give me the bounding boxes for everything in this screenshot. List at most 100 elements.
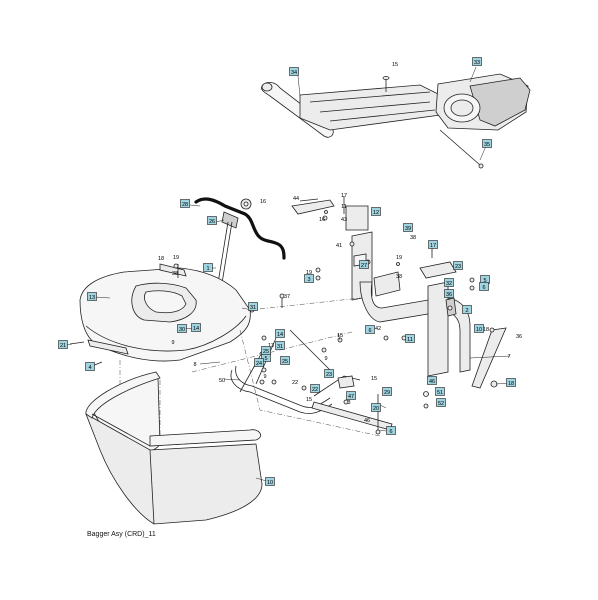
callout-6: 6 <box>365 325 375 334</box>
callout-17: 17 <box>341 193 347 199</box>
callout-number: 6 <box>389 429 392 435</box>
callout-number: 22 <box>312 387 318 393</box>
callout-52: 52 <box>436 398 446 407</box>
callout-number: 25 <box>263 349 269 355</box>
callout-number: 7 <box>507 354 510 360</box>
callout-number: 12 <box>373 210 379 216</box>
callout-47: 47 <box>346 391 356 400</box>
callout-13: 13 <box>268 343 274 349</box>
callout-number: 42 <box>375 326 381 332</box>
callout-1: 1 <box>203 263 213 272</box>
callout-17: 17 <box>428 240 438 249</box>
callout-number: 46 <box>429 379 435 385</box>
callout-box <box>462 305 472 314</box>
callout-51: 51 <box>435 387 445 396</box>
callout-number: 5 <box>264 356 267 362</box>
callout-number: 32 <box>446 281 452 287</box>
callout-number: 51 <box>437 390 443 396</box>
callout-29: 29 <box>382 387 392 396</box>
callout-number: 18 <box>508 381 514 387</box>
callout-37: 37 <box>284 294 290 300</box>
callout-box <box>261 346 271 355</box>
callout-18: 18 <box>158 256 164 262</box>
callout-number: 16 <box>260 199 266 205</box>
callout-number: 23 <box>455 264 461 270</box>
callout-3: 3 <box>304 274 314 283</box>
callout-19: 19 <box>396 255 402 261</box>
callout-number: 20 <box>373 406 379 412</box>
callout-box <box>85 362 95 371</box>
callout-box <box>382 387 392 396</box>
callout-box <box>474 324 484 333</box>
callout-22: 22 <box>310 384 320 393</box>
callout-box <box>386 426 396 435</box>
callout-number: 38 <box>172 271 178 277</box>
callout-15: 15 <box>371 376 377 382</box>
callout-31: 31 <box>248 302 258 311</box>
callout-number: 34 <box>291 70 297 76</box>
callout-number: 10 <box>476 327 482 333</box>
callout-number: 41 <box>336 243 342 249</box>
callout-30: 30 <box>177 324 187 333</box>
callout-number: 30 <box>179 327 185 333</box>
callout-number: 36 <box>516 334 522 340</box>
callout-7: 7 <box>507 354 510 360</box>
callout-box <box>289 67 299 76</box>
callout-number: 3 <box>347 400 350 406</box>
callout-12: 12 <box>371 207 381 216</box>
callout-number: 8 <box>193 362 196 368</box>
callout-number: 11 <box>341 204 347 210</box>
callout-box <box>482 139 492 148</box>
frame-right <box>351 231 507 389</box>
callout-number: 37 <box>284 294 290 300</box>
callout-box <box>365 325 375 334</box>
callout-28: 28 <box>180 199 190 208</box>
callout-23: 23 <box>453 261 463 270</box>
callout-38: 38 <box>172 271 178 277</box>
callout-32: 32 <box>444 278 454 287</box>
callout-20: 20 <box>371 403 381 412</box>
callout-number: 15 <box>337 333 343 339</box>
callout-number: 9 <box>171 340 174 346</box>
callout-number: 13 <box>89 295 95 301</box>
callout-box <box>472 57 482 66</box>
callout-box <box>479 282 489 291</box>
callout-box <box>405 334 415 343</box>
callout-38: 38 <box>396 274 402 280</box>
callout-26: 26 <box>207 216 217 225</box>
callout-number: 9 <box>324 356 327 362</box>
callout-number: 43 <box>341 217 347 223</box>
callout-number: 17 <box>341 193 347 199</box>
callout-number: 52 <box>438 401 444 407</box>
callout-number: 28 <box>182 202 188 208</box>
callout-box <box>265 477 275 486</box>
callout-10: 10 <box>474 324 484 333</box>
callout-box <box>346 391 356 400</box>
callout-number: 22 <box>292 380 298 386</box>
callout-number: 33 <box>474 60 480 66</box>
callout-2: 2 <box>462 305 472 314</box>
callout-box <box>207 216 217 225</box>
callout-6: 6 <box>479 282 489 291</box>
callout-36: 36 <box>516 334 522 340</box>
callout-4: 4 <box>85 362 95 371</box>
callout-18: 18 <box>506 378 516 387</box>
callout-14: 14 <box>191 323 201 332</box>
callout-box <box>506 378 516 387</box>
callout-number: 39 <box>405 226 411 232</box>
callout-number: 38 <box>410 235 416 241</box>
callout-box <box>428 240 438 249</box>
callout-23: 23 <box>324 369 334 378</box>
grass-bag <box>85 371 263 525</box>
callout-box <box>427 376 437 385</box>
callout-box <box>177 324 187 333</box>
callout-33: 33 <box>472 57 482 66</box>
chute-assembly <box>261 73 531 169</box>
callout-box <box>275 329 285 338</box>
callout-41: 41 <box>336 243 342 249</box>
callout-number: 17 <box>430 243 436 249</box>
callout-box <box>371 207 381 216</box>
callout-15: 15 <box>306 397 312 403</box>
callout-number: 4 <box>88 365 91 371</box>
callout-number: 46 <box>364 418 370 424</box>
